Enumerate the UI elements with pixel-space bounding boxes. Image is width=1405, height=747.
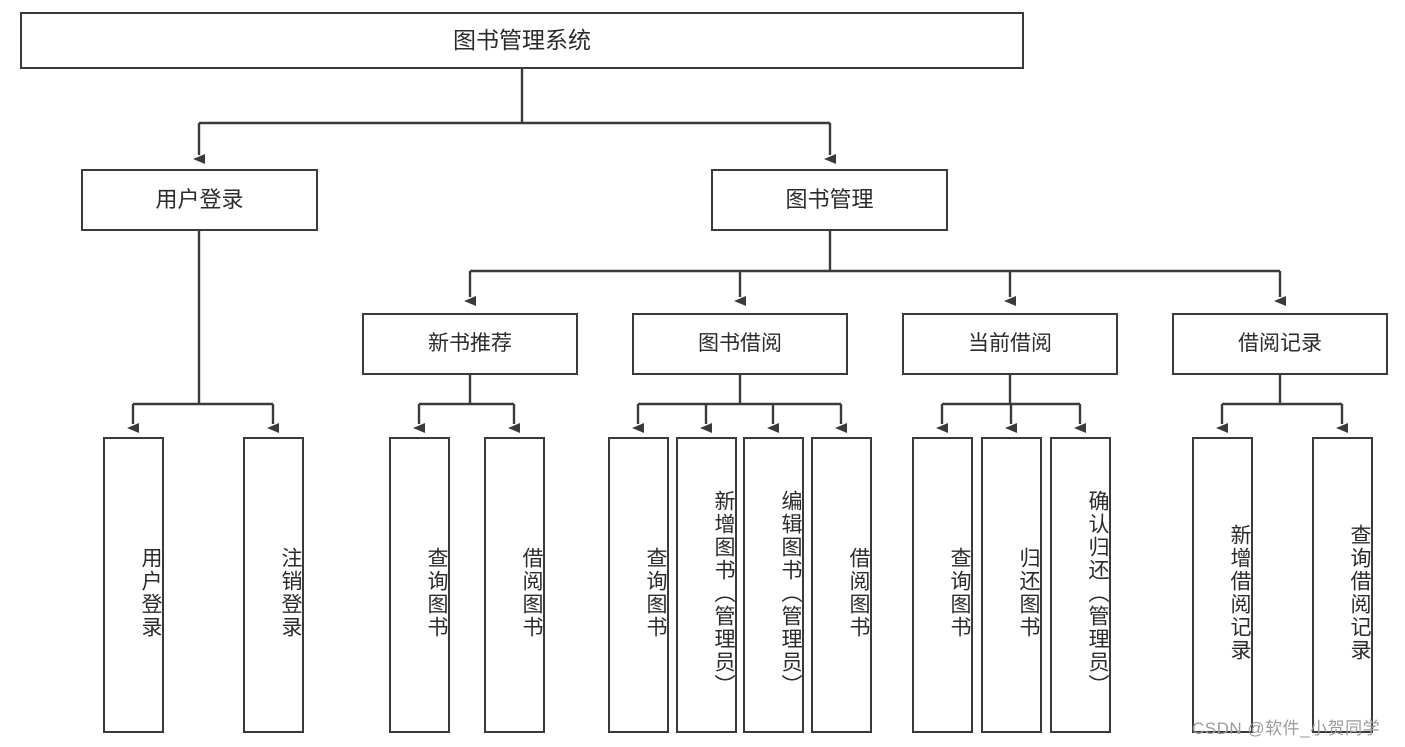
node-leaf-add-book[interactable]: 新增图书（管理员） [676,437,737,733]
node-leaf-confirm-return[interactable]: 确认归还（管理员） [1050,437,1111,733]
node-leaf-query-book-1[interactable]: 查询图书 [389,437,450,733]
node-leaf-edit-book[interactable]: 编辑图书（管理员） [743,437,804,733]
node-leaf-query-book-3-label: 查询图书 [948,547,971,639]
node-leaf-borrow-book-1[interactable]: 借阅图书 [484,437,545,733]
node-user-login[interactable]: 用户登录 [81,169,318,231]
node-leaf-borrow-book-2[interactable]: 借阅图书 [811,437,872,733]
node-book-manage[interactable]: 图书管理 [711,169,948,231]
node-leaf-borrow-book-2-label: 借阅图书 [847,547,870,639]
node-leaf-return-book-label: 归还图书 [1017,547,1040,639]
node-leaf-query-book-3[interactable]: 查询图书 [912,437,973,733]
node-leaf-user-logout[interactable]: 注销登录 [243,437,304,733]
node-leaf-user-login[interactable]: 用户登录 [103,437,164,733]
node-user-login-label: 用户登录 [155,186,244,212]
node-leaf-add-book-label: 新增图书（管理员） [712,489,735,697]
node-leaf-query-book-2[interactable]: 查询图书 [608,437,669,733]
node-leaf-query-book-1-label: 查询图书 [425,547,448,639]
node-root[interactable]: 图书管理系统 [20,12,1024,69]
node-leaf-borrow-book-1-label: 借阅图书 [520,547,543,639]
node-book-manage-label: 图书管理 [785,186,874,212]
node-root-label: 图书管理系统 [453,26,591,53]
node-current-borrow[interactable]: 当前借阅 [902,313,1118,375]
node-leaf-user-logout-label: 注销登录 [279,547,302,639]
node-leaf-add-record[interactable]: 新增借阅记录 [1192,437,1253,733]
node-book-borrow[interactable]: 图书借阅 [632,313,848,375]
node-leaf-query-record-label: 查询借阅记录 [1348,524,1371,662]
node-new-book-rec[interactable]: 新书推荐 [362,313,578,375]
node-leaf-query-record[interactable]: 查询借阅记录 [1312,437,1373,733]
node-borrow-record-label: 借阅记录 [1238,332,1322,356]
node-leaf-add-record-label: 新增借阅记录 [1228,524,1251,662]
watermark: CSDN @软件_小贺同学 [1192,719,1381,738]
node-leaf-confirm-return-label: 确认归还（管理员） [1086,489,1109,697]
node-current-borrow-label: 当前借阅 [968,332,1052,356]
node-book-borrow-label: 图书借阅 [698,332,782,356]
node-leaf-edit-book-label: 编辑图书（管理员） [779,489,802,697]
node-borrow-record[interactable]: 借阅记录 [1172,313,1388,375]
node-leaf-return-book[interactable]: 归还图书 [981,437,1042,733]
node-leaf-query-book-2-label: 查询图书 [644,547,667,639]
node-new-book-rec-label: 新书推荐 [428,332,512,356]
node-leaf-user-login-label: 用户登录 [139,547,162,639]
